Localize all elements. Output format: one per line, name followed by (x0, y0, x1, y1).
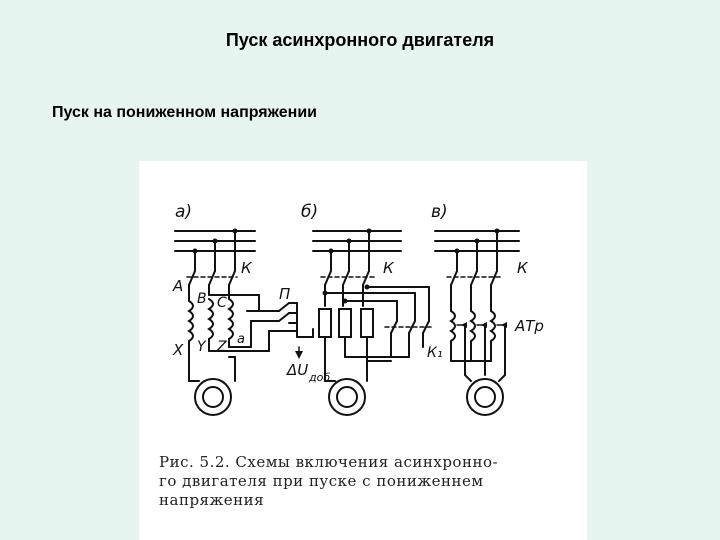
panel-b-label-k1: К₁ (427, 345, 443, 361)
panel-a-tag: а) (175, 202, 192, 222)
panel-c-label-k: К (517, 259, 529, 277)
panel-b-circuit (312, 230, 434, 416)
panel-a-label-delta-u: ΔU (286, 361, 308, 379)
panel-a-label-dob: доб (308, 371, 330, 384)
panel-b-tag: б) (301, 202, 318, 222)
panel-a-label-a: А (172, 277, 183, 295)
panel-a-label-x: X (172, 341, 184, 359)
junction-dots (192, 228, 507, 359)
caption-line-1: Рис. 5.2. Схемы включения асинхронно- (159, 453, 499, 471)
caption-line-3: напряжения (159, 491, 265, 509)
caption-line-2: го двигателя при пуске с пониженнем (159, 472, 484, 490)
panel-a-label-z: Z (216, 339, 227, 355)
panel-a-label-k: К (241, 259, 253, 277)
panel-a-label-b: В (197, 291, 207, 307)
panel-a-label-a-small: a (237, 332, 245, 347)
panel-c-circuit (434, 230, 520, 416)
panel-a-label-c: С (217, 295, 227, 311)
panel-c-label-atr: АТр (514, 317, 544, 335)
schematic-diagram: а) б) в) К А В С X Y Z a П ΔU доб К К₁ К… (172, 202, 544, 416)
slide-title: Пуск асинхронного двигателя (225, 30, 495, 50)
panel-c-tag: в) (431, 202, 448, 222)
panel-a-label-y: Y (197, 339, 207, 355)
schematic-figure: а) б) в) К А В С X Y Z a П ΔU доб К К₁ К… (139, 161, 587, 540)
figure-caption: Рис. 5.2. Схемы включения асинхронно- го… (159, 453, 569, 510)
panel-b-label-k: К (383, 259, 395, 277)
slide-subtitle: Пуск на пониженном напряжении (52, 104, 317, 121)
panel-a-label-p: П (279, 285, 290, 303)
